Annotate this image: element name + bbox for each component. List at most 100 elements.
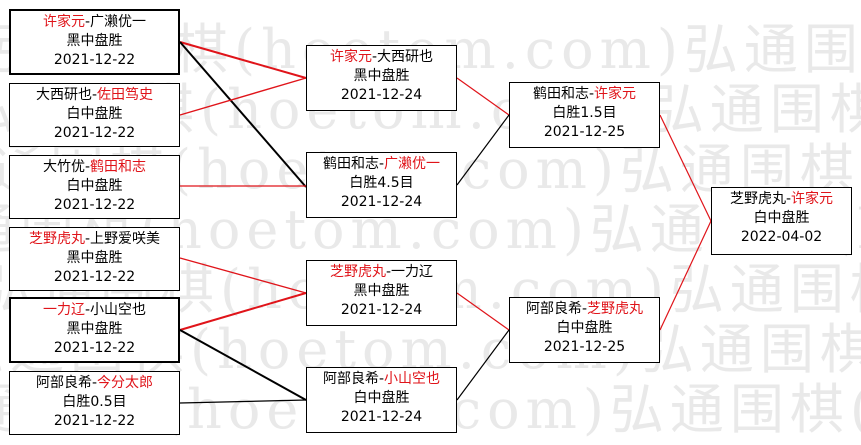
player-white: 小山空也 — [384, 371, 441, 387]
player-white: 上野爱咲美 — [90, 231, 161, 247]
match-players: 阿部良希-小山空也 — [307, 370, 456, 389]
player-white: 今分太郎 — [97, 375, 154, 391]
vs-separator: - — [84, 302, 91, 318]
connector-line — [179, 329, 307, 401]
player-black: 鹤田和志 — [532, 86, 589, 102]
match-result: 白胜4.5目 — [349, 175, 414, 191]
match-players: 许家元-大西研也 — [307, 48, 456, 67]
match-players: 阿部良希-今分太郎 — [10, 374, 179, 393]
match-date: 2021-12-24 — [340, 194, 423, 210]
match-result: 黑中盘胜 — [66, 250, 123, 266]
connector-line — [179, 41, 307, 188]
vs-separator: - — [385, 264, 392, 280]
vs-separator: - — [588, 86, 595, 102]
player-white: 鹤田和志 — [90, 159, 147, 175]
match-result: 白中盘胜 — [353, 390, 410, 406]
match-date: 2021-12-24 — [340, 302, 423, 318]
match-date: 2021-12-22 — [53, 413, 136, 429]
connector-line — [179, 41, 307, 79]
player-white: 许家元 — [594, 86, 637, 102]
connector-line — [456, 292, 510, 331]
player-black: 阿部良希 — [35, 375, 92, 391]
player-white: 佐田笃史 — [97, 87, 154, 103]
connector-line — [456, 114, 510, 186]
player-black: 许家元 — [329, 49, 372, 65]
match-result: 白中盘胜 — [753, 210, 810, 226]
player-black: 大竹优 — [42, 159, 85, 175]
player-white: 广濑优一 — [90, 14, 147, 30]
match-result: 白中盘胜 — [66, 106, 123, 122]
player-white: 一力辽 — [391, 264, 434, 280]
vs-separator: - — [378, 371, 385, 387]
match-date: 2021-12-22 — [53, 52, 136, 68]
match-players: 大竹优-鹤田和志 — [10, 158, 179, 177]
match-box-round1-1: 许家元-广濑优一黑中盘胜 2021-12-22 — [9, 9, 180, 75]
match-date: 2022-04-02 — [740, 229, 823, 245]
match-result: 白胜0.5目 — [62, 394, 127, 410]
match-result: 白胜1.5目 — [552, 105, 617, 121]
player-black: 芝野虎丸 — [729, 191, 786, 207]
vs-separator: - — [91, 375, 98, 391]
vs-separator: - — [91, 87, 98, 103]
player-black: 芝野虎丸 — [28, 231, 85, 247]
vs-separator: - — [378, 156, 385, 172]
player-black: 阿部良希 — [322, 371, 379, 387]
connector-line — [659, 114, 712, 222]
connector-line — [179, 257, 307, 294]
match-players: 芝野虎丸-上野爱咲美 — [10, 230, 179, 249]
match-players: 芝野虎丸-一力辽 — [307, 263, 456, 282]
match-result: 白中盘胜 — [66, 178, 123, 194]
connector-line — [659, 220, 712, 331]
connector-line — [456, 329, 510, 401]
connector-line — [179, 77, 307, 116]
match-date: 2021-12-25 — [543, 124, 626, 140]
match-result: 黑中盘胜 — [66, 321, 123, 337]
match-players: 鹤田和志-许家元 — [510, 85, 659, 104]
match-result: 黑中盘胜 — [353, 68, 410, 84]
vs-separator: - — [785, 191, 792, 207]
player-black: 许家元 — [42, 14, 85, 30]
match-players: 芝野虎丸-许家元 — [712, 190, 851, 209]
player-black: 鹤田和志 — [322, 156, 379, 172]
match-players: 许家元-广濑优一 — [11, 13, 178, 32]
match-result: 黑中盘胜 — [66, 33, 123, 49]
match-players: 大西研也-佐田笃史 — [10, 86, 179, 105]
player-white: 小山空也 — [90, 302, 147, 318]
match-box-round1-5: 一力辽-小山空也黑中盘胜 2021-12-22 — [9, 297, 180, 363]
match-date: 2021-12-24 — [340, 409, 423, 425]
match-result: 黑中盘胜 — [353, 283, 410, 299]
vs-separator: - — [581, 301, 588, 317]
player-black: 芝野虎丸 — [329, 264, 386, 280]
match-date: 2021-12-24 — [340, 87, 423, 103]
player-white: 大西研也 — [377, 49, 434, 65]
connector-line — [179, 292, 307, 331]
vs-separator: - — [84, 231, 91, 247]
match-players: 一力辽-小山空也 — [11, 301, 178, 320]
connector-line — [456, 77, 510, 116]
match-date: 2021-12-22 — [53, 340, 136, 356]
connector-line — [179, 399, 307, 404]
player-white: 广濑优一 — [384, 156, 441, 172]
match-players: 阿部良希-芝野虎丸 — [510, 300, 659, 319]
vs-separator: - — [84, 159, 91, 175]
match-date: 2021-12-25 — [543, 339, 626, 355]
player-white: 许家元 — [791, 191, 834, 207]
match-date: 2021-12-22 — [53, 269, 136, 285]
vs-separator: - — [371, 49, 378, 65]
player-black: 大西研也 — [35, 87, 92, 103]
player-black: 阿部良希 — [525, 301, 582, 317]
match-players: 鹤田和志-广濑优一 — [307, 155, 456, 174]
